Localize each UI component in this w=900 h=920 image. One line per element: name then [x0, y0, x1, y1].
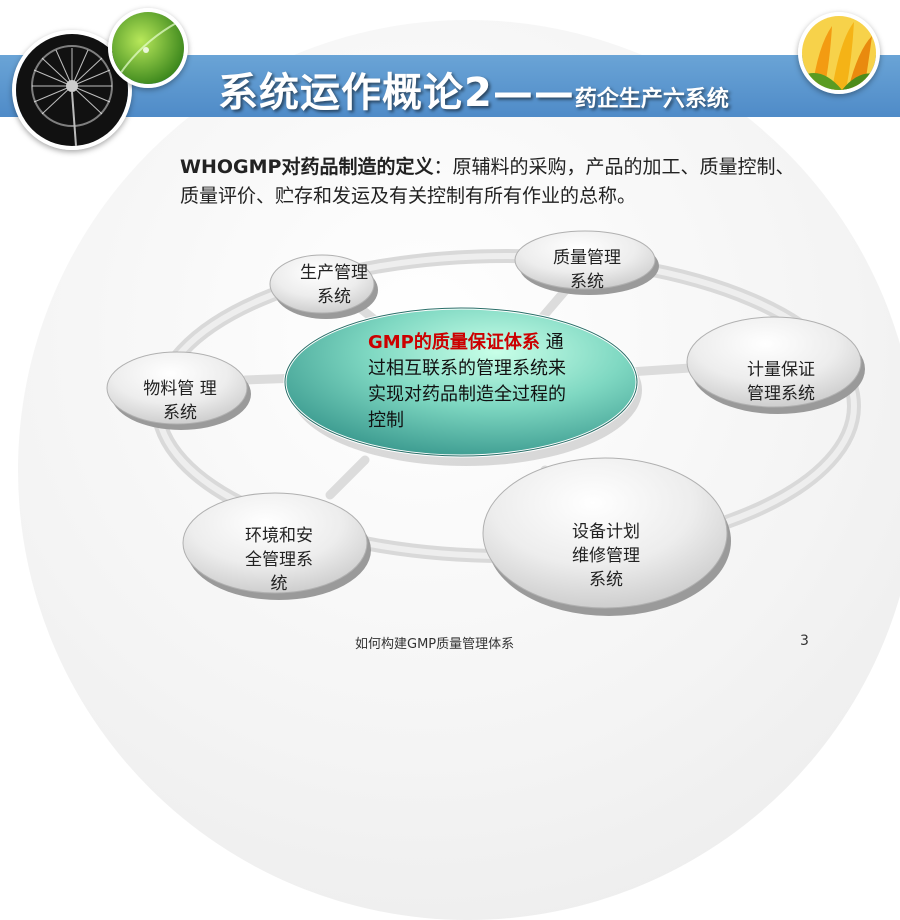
node-equipment-shape	[482, 457, 728, 609]
node-measurement-label: 计量保证管理系统	[747, 360, 815, 404]
node-production-shape	[269, 254, 375, 314]
page-number: 3	[800, 633, 809, 649]
node-equipment-label: 设备计划维修管理系统	[572, 522, 640, 590]
system-diagram	[106, 230, 865, 616]
center-rest: 通过相互联系的管理系统来实现对药品制造全过程的控制	[368, 332, 566, 431]
node-shapes	[106, 230, 865, 616]
node-quality: 质量管理系统	[550, 245, 624, 295]
leaf-photo	[108, 8, 188, 88]
dandelion-photo	[12, 30, 132, 150]
node-quality-shape	[514, 230, 656, 290]
footer-text: 如何构建GMP质量管理体系	[355, 637, 515, 652]
node-equipment: 设备计划维修管理系统	[569, 508, 643, 604]
slide-title: 系统运作概论2 —— 药企生产六系统	[218, 60, 729, 116]
node-production-label: 生产管理系统	[300, 263, 368, 307]
title-subtitle: 药企生产六系统	[574, 87, 729, 112]
node-environment-label: 环境和安全管理系统	[245, 526, 313, 594]
node-production: 生产管理系统	[295, 260, 373, 310]
center-description: GMP的质量保证体系 通过相互联系的管理系统来实现对药品制造全过程的控制	[368, 330, 578, 434]
spoke-environment	[325, 455, 370, 500]
intro-definition-label: WHOGMP对药品制造的定义	[180, 156, 434, 178]
intro-paragraph: WHOGMP对药品制造的定义：原辅料的采购，产品的加工、质量控制、质量评价、贮存…	[180, 153, 800, 211]
node-measurement-shape	[686, 316, 862, 408]
node-material: 物料管 理 系统	[140, 376, 220, 426]
center-highlight: GMP的质量保证体系	[368, 332, 540, 353]
title-dash: ——	[492, 70, 575, 116]
intro-definition-text: ：原辅料的采购，产品的加工、质量控制、质量评价、贮存和发运及有关控制有所有作业的…	[180, 156, 795, 207]
node-environment-shape	[182, 492, 368, 594]
node-environment: 环境和安全管理系统	[242, 524, 316, 596]
node-measurement: 计量保证管理系统	[744, 346, 818, 418]
title-main: 系统运作概论2	[218, 70, 493, 116]
node-quality-label: 质量管理系统	[553, 248, 621, 292]
node-material-label: 物料管 理 系统	[143, 379, 217, 423]
spoke-measurement	[625, 363, 695, 377]
node-material-shape	[106, 351, 248, 425]
tulip-photo	[798, 12, 880, 94]
